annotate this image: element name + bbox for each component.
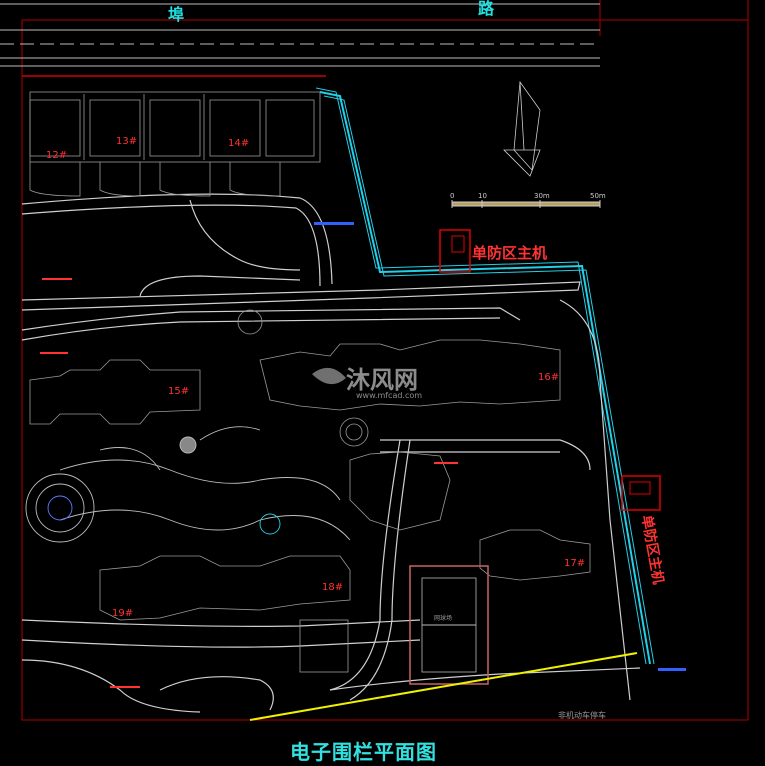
building-label-14: 14# — [228, 138, 249, 149]
watermark-url: www.mfcad.com — [356, 391, 422, 400]
drawing-title: 电子围栏平面图 — [290, 740, 437, 764]
watermark-logo — [312, 367, 346, 385]
road-label-left: 埠 — [168, 5, 184, 24]
building-label-17: 17# — [564, 558, 585, 569]
host-box-top — [439, 229, 471, 273]
parking-label: 非机动车停车 — [558, 710, 606, 720]
court-label: 网球场 — [434, 614, 452, 622]
host-box-right — [621, 475, 661, 511]
top-buildings — [29, 91, 321, 197]
site-roads — [21, 193, 641, 713]
building-label-15: 15# — [168, 386, 189, 397]
drawing-frame — [21, 0, 749, 721]
north-arrow-icon — [503, 80, 541, 177]
scale-tick-10: 10 — [478, 192, 487, 200]
scale-tick-0: 0 — [450, 192, 454, 200]
landscape — [25, 426, 351, 543]
scale-bar — [451, 200, 601, 208]
building-label-13: 13# — [116, 136, 137, 147]
top-road — [0, 3, 600, 67]
scale-tick-50: 50m — [590, 192, 606, 200]
watermark-text: 沐风网 — [346, 366, 418, 394]
section-line — [249, 652, 638, 721]
mid-buildings — [29, 309, 591, 673]
tennis-court — [409, 565, 489, 685]
scale-tick-30: 30m — [534, 192, 550, 200]
building-label-19: 19# — [112, 608, 133, 619]
host-label-right: 单防区主机 — [638, 514, 667, 586]
host-label-top: 单防区主机 — [472, 244, 547, 262]
road-label-right: 路 — [478, 0, 495, 18]
building-label-16: 16# — [538, 372, 559, 383]
building-label-12: 12# — [46, 150, 67, 161]
building-label-18: 18# — [322, 582, 343, 593]
blue-notes — [40, 222, 686, 688]
